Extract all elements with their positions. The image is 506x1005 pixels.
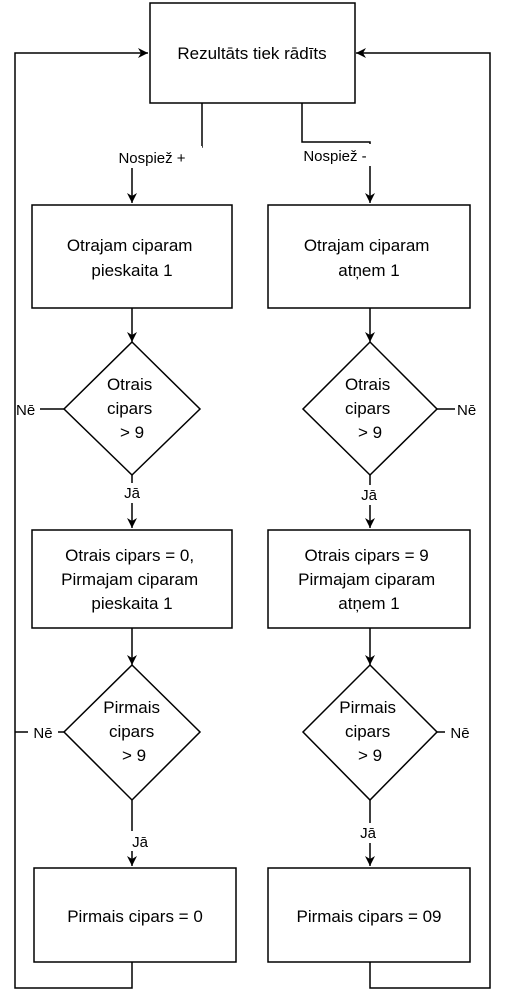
node-left-add-line-2: pieskaita 1	[91, 261, 172, 280]
node-left-set2-line-3: pieskaita 1	[91, 594, 172, 613]
node-left-check2-line-3: > 9	[120, 423, 144, 442]
label-yes-left-bottom-bg	[128, 831, 152, 851]
node-right-set2-text: Otrais cipars = 9 Pirmajam ciparam atņem…	[298, 546, 440, 613]
node-left-check2-line-1: Otrais	[107, 375, 152, 394]
node-right-sub-line-2: atņem 1	[338, 261, 399, 280]
node-right-sub-text: Otrajam ciparam atņem 1	[304, 236, 434, 280]
node-left-check1: Pirmais cipars > 9	[62, 663, 202, 802]
node-start-text: Rezultāts tiek rādīts	[177, 44, 326, 63]
node-right-set1: Pirmais cipars = 09	[267, 867, 471, 963]
node-left-check2-line-2: cipars	[107, 399, 152, 418]
node-right-set2-line-2: Pirmajam ciparam	[298, 570, 435, 589]
node-left-check1-line-1: Pirmais	[103, 698, 160, 717]
node-right-set2-line-1: Otrais cipars = 9	[305, 546, 429, 565]
node-left-set1: Pirmais cipars = 0	[33, 867, 237, 963]
node-start-line-1: Rezultāts tiek rādīts	[177, 44, 326, 63]
edge-label-yes-right-top: Jā	[361, 487, 378, 504]
edge-left-return-loop	[14, 48, 148, 989]
node-right-set2: Otrais cipars = 9 Pirmajam ciparam atņem…	[267, 529, 471, 629]
node-right-set1-text: Pirmais cipars = 09	[296, 907, 441, 926]
edge-label-minus: Nospiež -	[303, 148, 366, 165]
node-right-sub-line-1: Otrajam ciparam	[304, 236, 430, 255]
node-right-check2-line-1: Otrais	[345, 375, 390, 394]
edge-start-to-right-sub	[301, 103, 375, 203]
edge-label-yes-right-bottom: Jā	[360, 825, 377, 842]
edge-label-no-left-top: Nē	[16, 402, 35, 419]
node-left-check1-line-3: > 9	[122, 746, 146, 765]
label-no-left-bottom-bg	[28, 722, 58, 742]
node-right-sub: Otrajam ciparam atņem 1	[267, 204, 471, 309]
node-left-check1-line-2: cipars	[109, 722, 154, 741]
node-left-set1-text: Pirmais cipars = 0	[67, 907, 203, 926]
node-left-add: Otrajam ciparam pieskaita 1	[31, 204, 233, 309]
node-right-check1-line-1: Pirmais	[339, 698, 396, 717]
node-left-set2-line-1: Otrais cipars = 0,	[65, 546, 194, 565]
edge-label-no-right-top: Nē	[457, 402, 476, 419]
edge-label-no-right-bottom: Nē	[450, 725, 469, 742]
node-left-set2: Otrais cipars = 0, Pirmajam ciparam pies…	[31, 529, 233, 629]
node-left-check2-text: Otrais cipars > 9	[107, 375, 157, 442]
edge-label-yes-left-top: Jā	[124, 485, 141, 502]
node-right-check1: Pirmais cipars > 9	[301, 663, 439, 802]
node-right-check1-line-2: cipars	[345, 722, 390, 741]
label-no-right-bottom-bg	[445, 722, 475, 742]
label-yes-right-bottom-bg	[356, 823, 380, 843]
node-left-add-line-1: Otrajam ciparam	[67, 236, 193, 255]
node-right-check2-text: Otrais cipars > 9	[345, 375, 395, 442]
node-left-check1-text: Pirmais cipars > 9	[103, 698, 164, 765]
node-right-set2-line-3: atņem 1	[338, 594, 399, 613]
label-plus-bg	[102, 146, 202, 168]
node-right-check1-text: Pirmais cipars > 9	[339, 698, 400, 765]
node-right-set1-line-1: Pirmais cipars = 09	[296, 907, 441, 926]
node-left-check2: Otrais cipars > 9	[62, 340, 202, 477]
node-start: Rezultāts tiek rādīts	[149, 2, 356, 104]
node-left-set2-text: Otrais cipars = 0, Pirmajam ciparam pies…	[61, 546, 203, 613]
edge-label-yes-left-bottom: Jā	[132, 834, 149, 851]
node-right-check1-line-3: > 9	[358, 746, 382, 765]
edge-label-no-left-bottom: Nē	[33, 725, 52, 742]
node-right-check2-line-3: > 9	[358, 423, 382, 442]
label-yes-left-top-bg	[120, 483, 144, 503]
label-yes-right-top-bg	[358, 485, 382, 505]
node-left-set1-line-1: Pirmais cipars = 0	[67, 907, 203, 926]
node-left-add-text: Otrajam ciparam pieskaita 1	[67, 236, 197, 280]
label-minus-bg	[292, 144, 378, 166]
node-right-check2: Otrais cipars > 9	[301, 340, 439, 477]
edge-label-plus: Nospiež +	[118, 150, 185, 167]
node-right-check2-line-2: cipars	[345, 399, 390, 418]
edge-right-return-loop	[356, 48, 491, 989]
node-left-set2-line-2: Pirmajam ciparam	[61, 570, 198, 589]
